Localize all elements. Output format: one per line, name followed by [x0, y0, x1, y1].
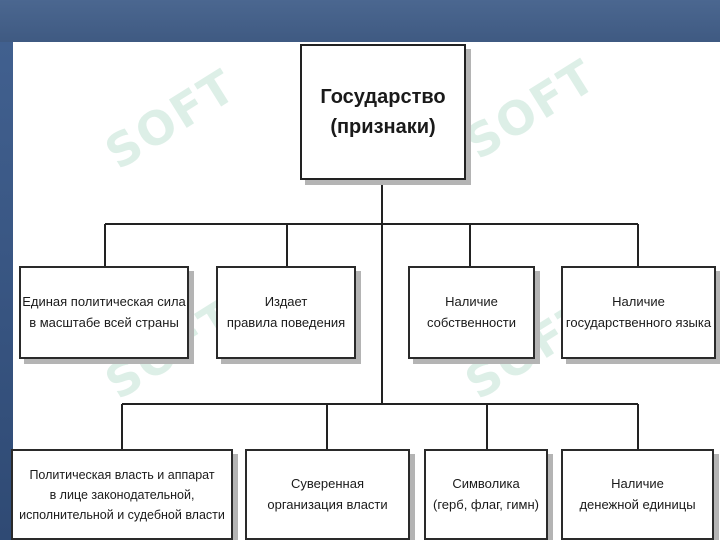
- node-state-language: Наличие государственного языка: [561, 266, 716, 359]
- node-property: Наличие собственности: [408, 266, 535, 359]
- root-subtitle: (признаки): [330, 116, 436, 138]
- node-unified-political-force: Единая политическая сила в масштабе всей…: [19, 266, 189, 359]
- node-text: Наличие: [611, 475, 664, 491]
- node-text: Наличие: [612, 293, 665, 309]
- node-text: в лице законодательной,: [49, 487, 195, 502]
- node-political-power-apparatus: Политическая власть и аппарат в лице зак…: [11, 449, 233, 540]
- node-text: Символика: [452, 475, 520, 491]
- node-text: (герб, флаг, гимн): [433, 496, 539, 512]
- node-text: денежной единицы: [579, 496, 696, 512]
- node-sovereign-organization: Суверенная организация власти: [245, 449, 410, 540]
- left-frame-band: [0, 42, 13, 540]
- node-text: Наличие: [445, 293, 498, 309]
- node-text: Политическая власть и аппарат: [29, 467, 215, 482]
- top-frame-band: [0, 0, 720, 42]
- node-text: организация власти: [267, 496, 388, 512]
- node-issues-rules: Издает правила поведения: [216, 266, 356, 359]
- node-text: в масштабе всей страны: [29, 314, 179, 330]
- node-currency: Наличие денежной единицы: [561, 449, 714, 540]
- node-text: правила поведения: [226, 314, 346, 330]
- node-text: собственности: [427, 314, 516, 330]
- node-text: Издает: [264, 293, 308, 309]
- node-text: Суверенная: [291, 475, 364, 491]
- root-title: Государство: [320, 86, 446, 108]
- node-text: Единая политическая сила: [22, 293, 186, 309]
- node-text: исполнительной и судебной власти: [19, 507, 225, 522]
- node-text: государственного языка: [565, 314, 712, 330]
- root-node-state: Государство (признаки): [300, 44, 466, 180]
- node-symbols: Символика (герб, флаг, гимн): [424, 449, 548, 540]
